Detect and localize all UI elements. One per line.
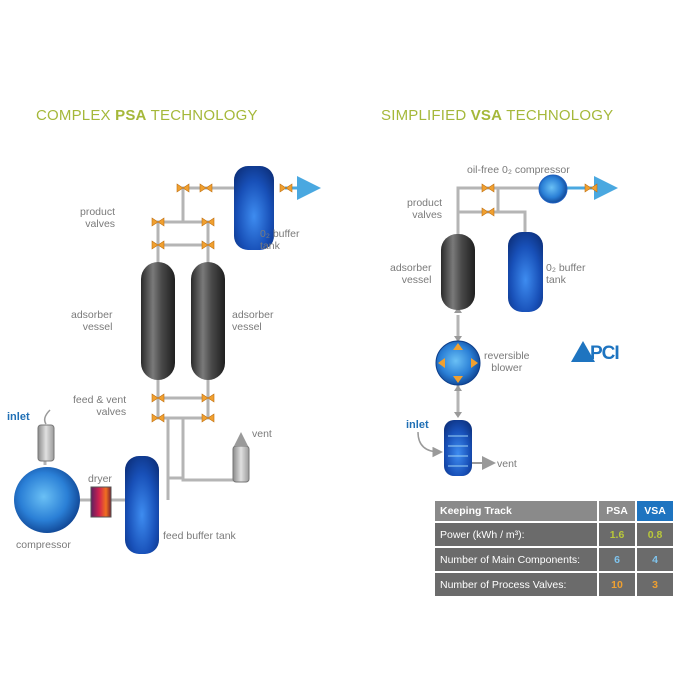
- row-vsa-value: 0.8: [637, 523, 673, 546]
- psa-inlet-filter: [37, 424, 55, 462]
- table-header-label: Keeping Track: [435, 501, 597, 521]
- psa-feed-buffer-tank-label: feed buffer tank: [163, 530, 236, 542]
- vsa-valves: [481, 183, 598, 217]
- table-row: Number of Main Components: 6 4: [435, 548, 673, 571]
- vsa-reversible-blower: [435, 340, 481, 386]
- psa-vent-label: vent: [252, 428, 272, 440]
- vsa-compressor-label: oil-free 0₂ compressor: [467, 164, 570, 176]
- vsa-o2-buffer-tank: [508, 232, 543, 312]
- row-vsa-value: 4: [637, 548, 673, 571]
- psa-compressor: [14, 467, 80, 533]
- psa-inlet-label: inlet: [7, 411, 30, 423]
- table-header-vsa: VSA: [637, 501, 673, 521]
- row-label: Number of Main Components:: [435, 548, 597, 571]
- table-header-psa: PSA: [599, 501, 635, 521]
- row-vsa-value: 3: [637, 573, 673, 596]
- psa-feed-buffer-tank: [125, 456, 159, 554]
- vsa-vent-label: vent: [497, 458, 517, 470]
- psa-dryer-label: dryer: [88, 473, 112, 485]
- vsa-oil-free-compressor: [538, 174, 568, 204]
- row-psa-value: 10: [599, 573, 635, 596]
- pci-logo-icon: [571, 341, 595, 362]
- vsa-inlet-label: inlet: [406, 419, 429, 431]
- vsa-inlet-vessel: [444, 420, 472, 476]
- psa-valves: [151, 183, 293, 423]
- vsa-inlet-vessel-lines: [448, 435, 468, 467]
- psa-compressor-label: compressor: [16, 539, 71, 551]
- vsa-blower-arrows: [438, 343, 478, 383]
- psa-adsorber-vessel-left: [141, 262, 175, 380]
- pci-logo: PCI: [590, 343, 620, 364]
- table-row: Power (kWh / m³): 1.6 0.8: [435, 523, 673, 546]
- table-row: Number of Process Valves: 10 3: [435, 573, 673, 596]
- row-psa-value: 1.6: [599, 523, 635, 546]
- vsa-adsorber-vessel: [441, 234, 475, 310]
- table-header-row: Keeping Track PSA VSA: [435, 501, 673, 521]
- vsa-title: SIMPLIFIED VSA TECHNOLOGY: [381, 107, 614, 124]
- keeping-track-table: Keeping Track PSA VSA Power (kWh / m³): …: [433, 499, 675, 598]
- row-label: Power (kWh / m³):: [435, 523, 597, 546]
- psa-inlet-arrow: [43, 409, 51, 425]
- psa-adsorber-vessel-right: [191, 262, 225, 380]
- psa-o2-buffer-tank: [234, 166, 274, 250]
- row-label: Number of Process Valves:: [435, 573, 597, 596]
- psa-title: COMPLEX PSA TECHNOLOGY: [36, 107, 258, 124]
- psa-vent-silencer: [232, 445, 250, 483]
- psa-dryer: [90, 486, 112, 518]
- row-psa-value: 6: [599, 548, 635, 571]
- vsa-inlet-arrow: [417, 431, 443, 458]
